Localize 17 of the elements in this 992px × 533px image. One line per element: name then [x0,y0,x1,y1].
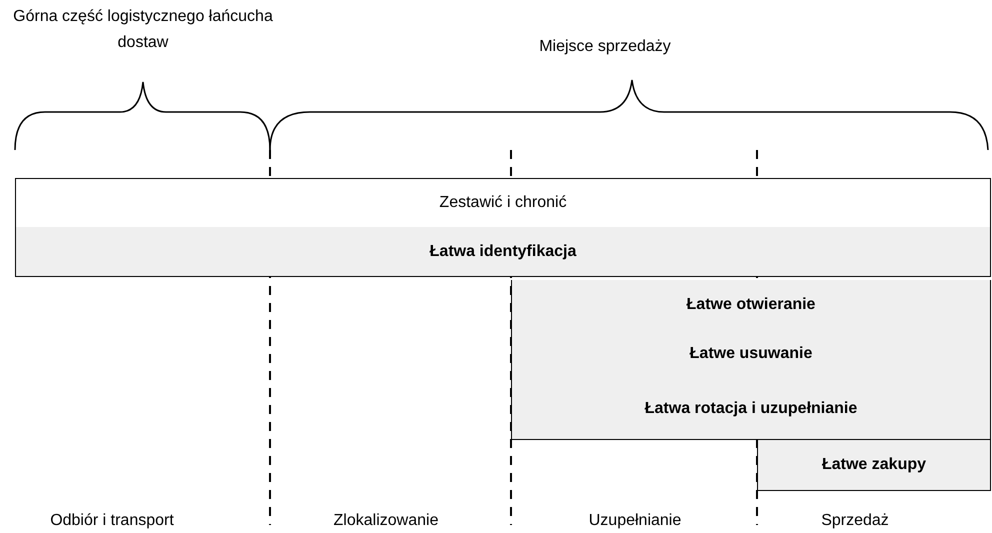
process-bar [15,178,991,228]
process-bar [511,378,991,440]
header-label: Górna część logistycznego łańcucha dostaw [12,7,274,53]
phase-label: Uzupełnianie [588,511,682,531]
bar-label: Łatwa identyfikacja [430,242,576,260]
process-bar [757,439,991,491]
bar-label: Łatwe otwieranie [686,296,816,314]
bar-label: Zestawić i chronić [439,194,567,212]
header-label: Miejsce sprzedaży [538,37,672,57]
process-bar [15,227,991,277]
bar-label: Łatwe usuwanie [690,344,812,362]
process-bar [511,280,991,330]
phase-label: Zlokalizowanie [332,511,440,531]
bar-label: Łatwa rotacja i uzupełnianie [644,400,858,418]
phase-label: Odbiór i transport [49,511,175,531]
bar-label: Łatwe zakupy [822,456,926,474]
phase-label: Sprzedaż [820,511,890,531]
